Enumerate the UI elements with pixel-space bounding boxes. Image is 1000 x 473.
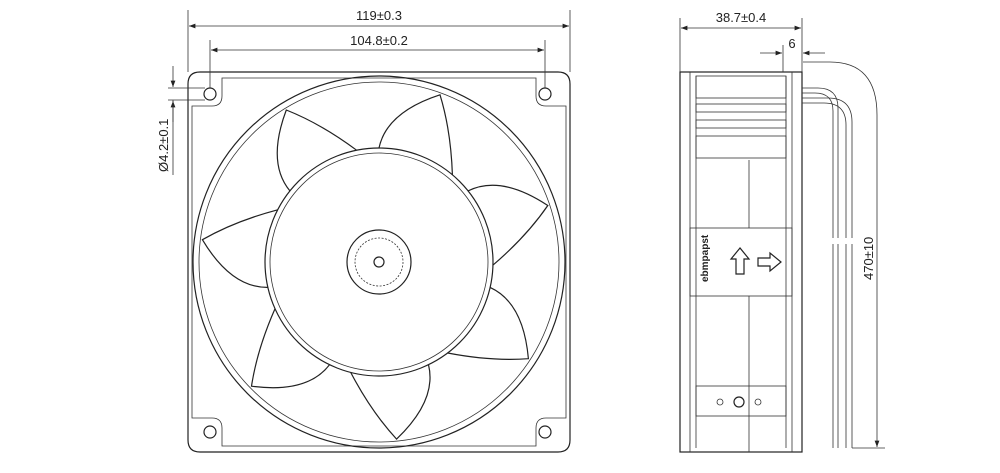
lead-wire-2 [802,97,853,448]
dim-lead-length: 470±10 [861,237,876,280]
dim-overall-width: 119±0.3 [356,8,402,23]
mounting-hole-tl [203,87,217,101]
dim-depth: 38.7±0.4 [716,10,767,25]
dim-lead-offset: 6 [788,36,795,51]
rotation-arrow-icon [757,251,782,273]
fan-blade [378,94,453,175]
mounting-hole-tr [538,87,552,101]
fan-blade [201,209,278,289]
dim-hole-spacing: 104.8±0.2 [350,33,408,48]
fan-blade [447,286,530,360]
fan-blade [276,109,357,192]
label-band [689,227,793,297]
front-view: 119±0.3 104.8±0.2 Ø4.2±0.1 [156,8,571,453]
mounting-hole-br [538,425,552,439]
ground-screw [733,396,745,408]
hub-knurl [354,237,404,287]
lead-wire-1 [802,87,839,448]
venturi-ring-inner [198,81,560,443]
lead-wire-2b [802,102,847,448]
hub-inner [269,152,489,372]
hub-shaft [373,256,385,268]
fan-blades [201,94,549,440]
brand-label: ebmpapst [700,234,711,282]
fan-blade [467,184,549,266]
fan-frame-inner [191,77,567,447]
dim-hole-diameter: Ø4.2±0.1 [156,119,171,172]
hub [264,147,494,377]
lead-wire-1b [802,92,834,448]
mounting-hole-bl [203,425,217,439]
fan-frame-outline [187,71,571,453]
side-view: ebmpapst 38.7±0.4 6 470±10 [679,10,885,453]
venturi-ring-outer [192,75,566,449]
side-frame [679,71,803,453]
hub-center-ring [346,229,412,295]
airflow-arrow-icon [729,247,751,275]
fan-blade [250,308,330,389]
fan-blade [350,364,431,440]
